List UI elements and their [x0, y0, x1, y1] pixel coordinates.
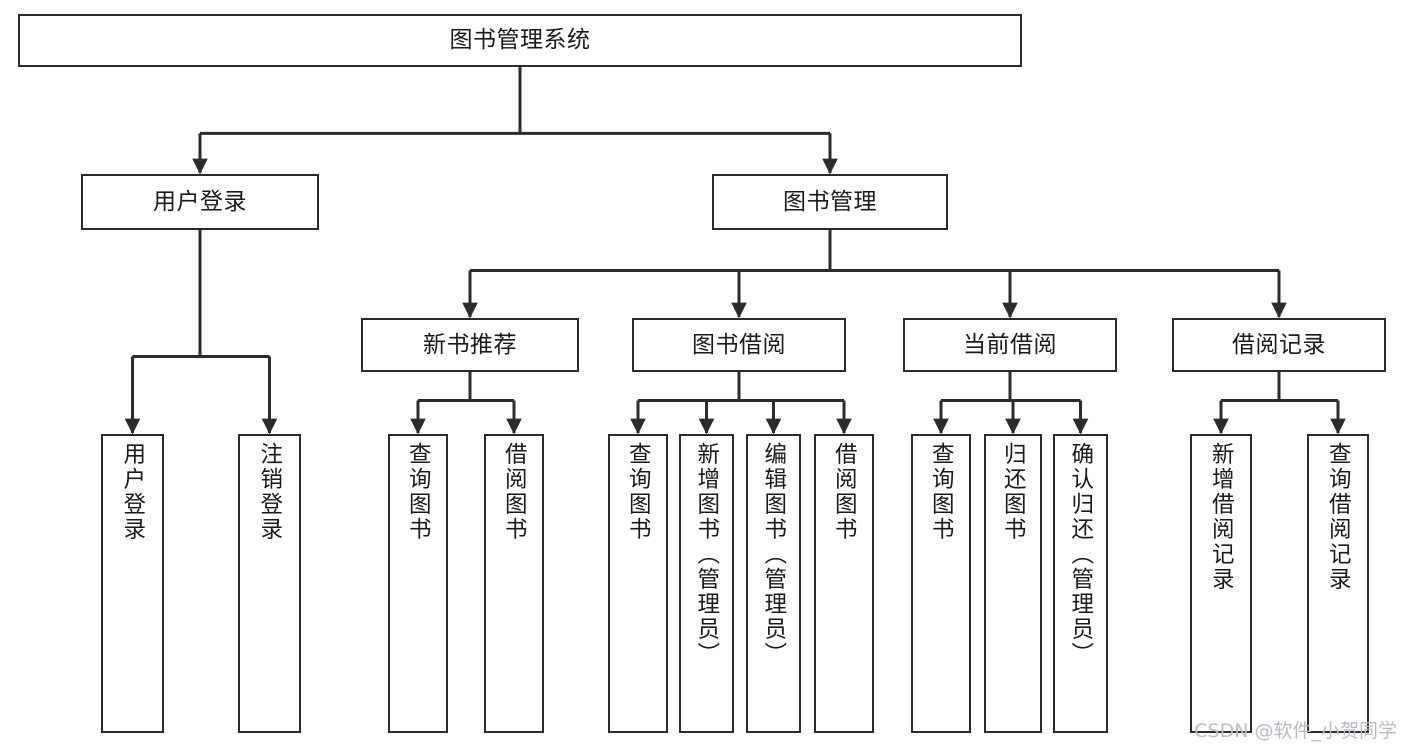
- node-label-leaf-add-borrow-record: 新增借阅记录: [1208, 442, 1235, 592]
- node-label-leaf-query-borrow-record: 查询借阅记录: [1325, 442, 1352, 592]
- node-label-book-borrow: 图书借阅: [692, 331, 786, 358]
- node-leaf-query-book-3[interactable]: 查询图书: [911, 434, 971, 733]
- node-label-new-book-recommend: 新书推荐: [423, 331, 517, 358]
- node-leaf-query-borrow-record[interactable]: 查询借阅记录: [1307, 434, 1369, 733]
- node-label-book-manage: 图书管理: [783, 188, 877, 215]
- node-leaf-user-logout[interactable]: 注销登录: [238, 434, 301, 733]
- node-book-borrow[interactable]: 图书借阅: [632, 318, 846, 372]
- node-label-user-login: 用户登录: [153, 188, 247, 215]
- node-leaf-edit-book-admin[interactable]: 编辑图书（管理员）: [746, 434, 801, 733]
- node-label-leaf-borrow-book-2: 借阅图书: [831, 442, 858, 542]
- node-label-leaf-add-book-admin: 新增图书（管理员）: [693, 442, 720, 667]
- node-current-borrow[interactable]: 当前借阅: [903, 318, 1117, 372]
- node-label-root: 图书管理系统: [449, 27, 591, 54]
- node-leaf-query-book-2[interactable]: 查询图书: [608, 434, 668, 733]
- node-borrow-record[interactable]: 借阅记录: [1172, 318, 1386, 372]
- node-leaf-borrow-book-2[interactable]: 借阅图书: [814, 434, 874, 733]
- node-book-manage[interactable]: 图书管理: [712, 174, 948, 230]
- node-label-leaf-edit-book-admin: 编辑图书（管理员）: [760, 442, 787, 667]
- node-label-leaf-query-book-2: 查询图书: [625, 442, 652, 542]
- node-leaf-confirm-return-admin[interactable]: 确认归还（管理员）: [1053, 434, 1108, 733]
- node-label-leaf-query-book-1: 查询图书: [405, 442, 432, 542]
- node-label-borrow-record: 借阅记录: [1232, 331, 1326, 358]
- node-label-leaf-borrow-book-1: 借阅图书: [501, 442, 528, 542]
- node-leaf-query-book-1[interactable]: 查询图书: [388, 434, 448, 733]
- node-label-leaf-return-book: 归还图书: [1000, 442, 1027, 542]
- node-label-leaf-query-book-3: 查询图书: [928, 442, 955, 542]
- node-user-login[interactable]: 用户登录: [81, 174, 319, 230]
- csdn-watermark: CSDN @软件_小贺同学: [1194, 720, 1397, 742]
- node-leaf-user-login[interactable]: 用户登录: [101, 434, 164, 733]
- node-leaf-return-book[interactable]: 归还图书: [984, 434, 1042, 733]
- node-new-book-recommend[interactable]: 新书推荐: [361, 318, 579, 372]
- node-label-current-borrow: 当前借阅: [963, 331, 1057, 358]
- node-leaf-borrow-book-1[interactable]: 借阅图书: [484, 434, 544, 733]
- node-label-leaf-user-login: 用户登录: [119, 442, 146, 542]
- node-label-leaf-confirm-return-admin: 确认归还（管理员）: [1067, 442, 1094, 667]
- node-leaf-add-book-admin[interactable]: 新增图书（管理员）: [679, 434, 734, 733]
- node-root[interactable]: 图书管理系统: [18, 14, 1022, 67]
- node-leaf-add-borrow-record[interactable]: 新增借阅记录: [1190, 434, 1252, 733]
- node-label-leaf-user-logout: 注销登录: [256, 442, 283, 542]
